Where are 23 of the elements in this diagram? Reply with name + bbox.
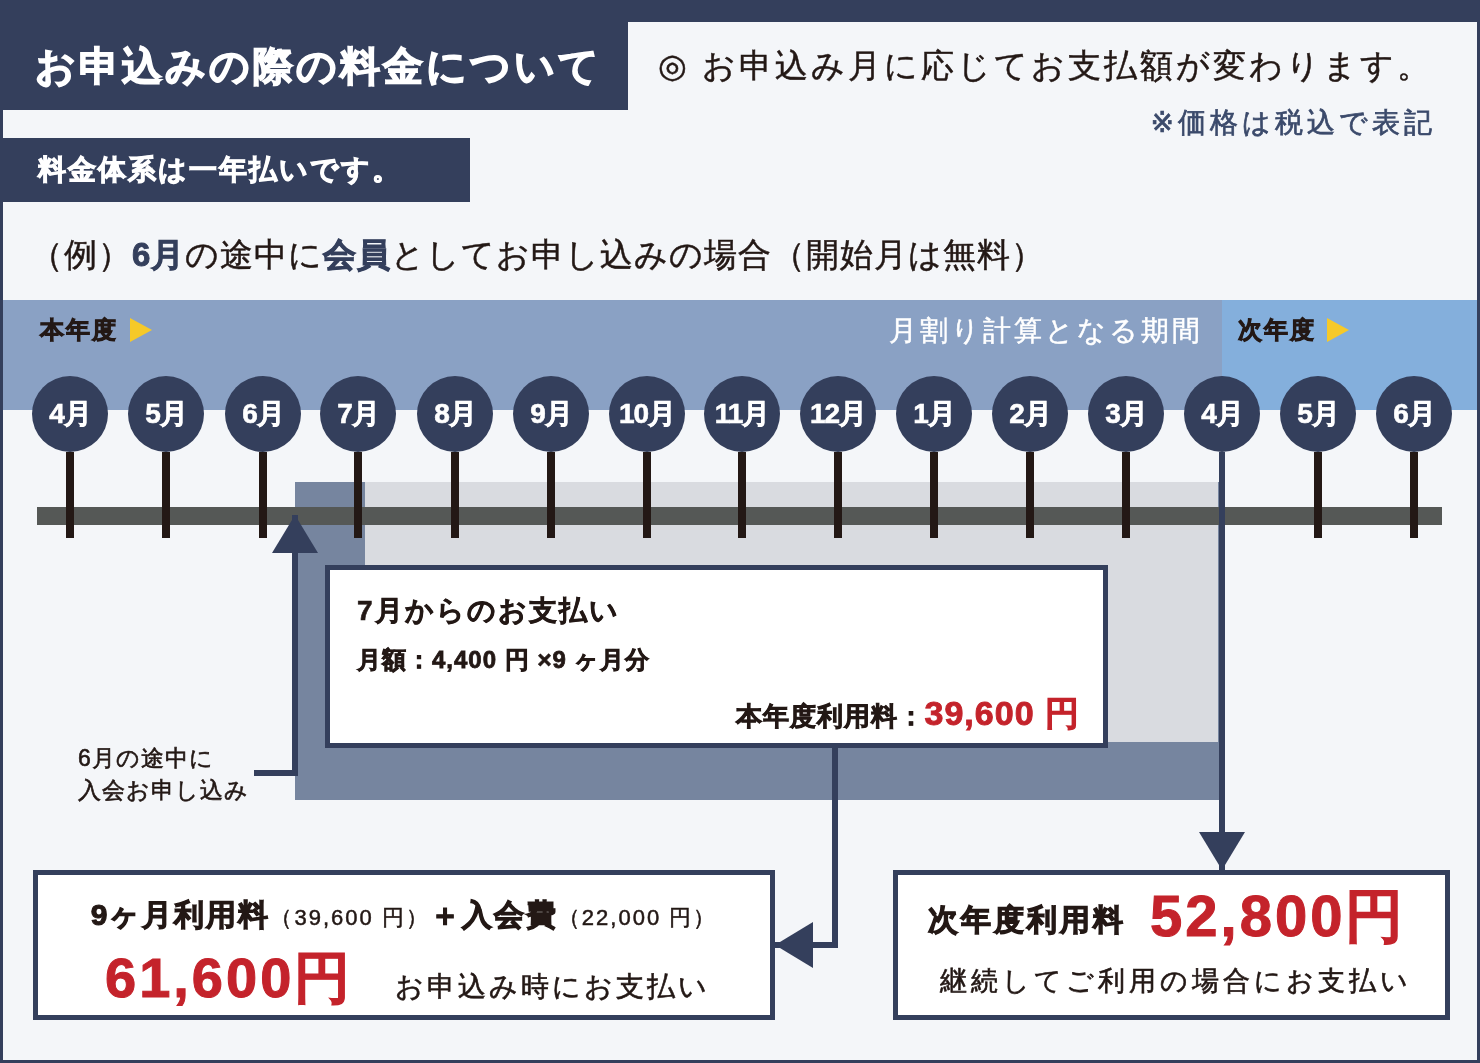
band-label: 本年度 — [40, 315, 118, 345]
band-caption: 月割り計算となる期間 — [889, 313, 1203, 348]
callout-text: 6月の途中に入会お申し込み — [78, 742, 254, 806]
total-price: 61,600円 — [105, 945, 354, 1011]
arrow — [1199, 452, 1245, 870]
total-price: 52,800円 — [1150, 882, 1407, 950]
rate-text: 月額：4,400 円 ×9 ヶ月分 — [357, 645, 651, 675]
example-heading: （例）6月の途中に会員としてお申し込みの場合（開始月は無料） — [30, 235, 1046, 275]
arrow — [775, 748, 838, 968]
tax-note: ※価格は税込で表記 — [1150, 105, 1436, 140]
fee-heading: 次年度利用料 — [928, 902, 1126, 938]
arrow — [254, 515, 318, 776]
box-heading: 7月からのお支払い — [357, 593, 620, 628]
fee-breakdown: 9ヶ月利用料（39,600 円）＋入会費（22,000 円） — [90, 897, 718, 933]
next-year-box — [893, 870, 1450, 1020]
payment-box — [325, 565, 1108, 748]
payment-note: 継続してご利用の場合にお支払い — [940, 965, 1412, 998]
payment-note: お申込み時にお支払い — [395, 969, 710, 1004]
notice-text: ◎ お申込み月に応じてお支払額が変わります。 — [658, 46, 1433, 86]
total-box — [33, 870, 775, 1020]
subtitle-banner: 料金体系は一年払いです。 — [0, 138, 470, 202]
fee-text: 本年度利用料：39,600 円 — [735, 693, 1080, 734]
band-label: 次年度 — [1238, 315, 1316, 345]
